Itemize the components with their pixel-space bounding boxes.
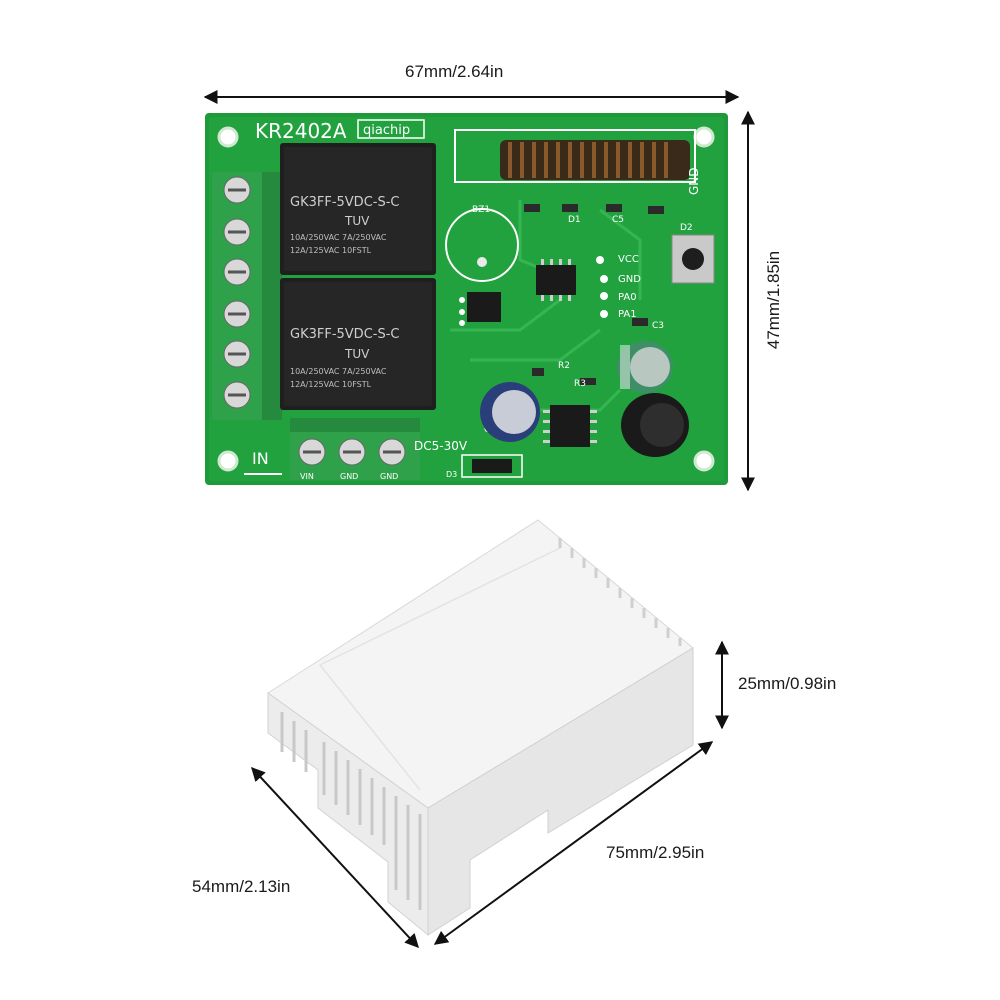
antenna-area bbox=[454, 129, 696, 183]
relay-2 bbox=[280, 278, 436, 410]
power-terminal-vin: VIN bbox=[300, 472, 314, 481]
antenna-coil bbox=[500, 140, 690, 180]
case-depth-arrow bbox=[251, 766, 419, 949]
pin-pa1: PA1 bbox=[618, 309, 637, 320]
board-model-label: KR2402A bbox=[255, 119, 347, 143]
relay-1 bbox=[280, 143, 436, 275]
relay-1-rating-1: 10A/250VAC 7A/250VAC bbox=[290, 233, 387, 242]
relay-1-cert: TUV bbox=[344, 214, 370, 228]
relay-1-rating-2: 12A/125VAC 10FSTL bbox=[290, 246, 372, 255]
power-terminal-gnd-1: GND bbox=[340, 472, 358, 481]
pin-vcc: VCC bbox=[618, 254, 639, 265]
case-front-face bbox=[427, 647, 694, 936]
case-vents-left bbox=[280, 712, 422, 910]
diode-label: D3 bbox=[446, 470, 457, 479]
pin-pa0: PA0 bbox=[618, 292, 637, 303]
voltage-label: DC5-30V bbox=[414, 439, 468, 453]
pcb-width-label: 67mm/2.64in bbox=[405, 62, 504, 81]
input-label: IN bbox=[252, 449, 269, 468]
c5-label: C5 bbox=[612, 215, 624, 225]
capacitor-blue bbox=[480, 382, 540, 442]
relay-2-rating-1: 10A/250VAC 7A/250VAC bbox=[290, 367, 387, 376]
buzzer-label: BZ1 bbox=[472, 205, 490, 215]
d1-label: D1 bbox=[568, 215, 581, 225]
power-terminal-block bbox=[290, 418, 420, 480]
case-vents-right bbox=[558, 538, 682, 646]
inductor bbox=[621, 393, 689, 457]
relay-2-rating-2: 12A/125VAC 10FSTL bbox=[290, 380, 372, 389]
r3-label: R3 bbox=[574, 379, 586, 389]
d2-label: D2 bbox=[680, 223, 693, 233]
gnd-label: GND bbox=[687, 167, 701, 195]
relay-2-part: GK3FF-5VDC-S-C bbox=[290, 327, 399, 342]
brand-label: qiachip bbox=[363, 123, 410, 138]
r2-label: R2 bbox=[558, 361, 570, 371]
brand-badge bbox=[357, 119, 425, 139]
pcb-board: KR2402A qiachip GND GK3FF-5VDC-S-C bbox=[205, 113, 728, 485]
c3-label: C3 bbox=[652, 321, 664, 331]
relay-1-part: GK3FF-5VDC-S-C bbox=[290, 195, 399, 210]
pin-gnd: GND bbox=[618, 274, 641, 285]
relay-2-cert: TUV bbox=[344, 347, 370, 361]
smd-components bbox=[524, 204, 664, 385]
buzzer-outline bbox=[445, 208, 519, 282]
relay-terminal-block bbox=[212, 172, 282, 420]
case-depth-label: 54mm/2.13in bbox=[192, 877, 291, 896]
capacitor-green bbox=[617, 341, 673, 393]
case-height-label: 25mm/0.98in bbox=[738, 674, 837, 693]
case-length-arrow bbox=[433, 741, 714, 945]
power-terminal-gnd-2: GND bbox=[380, 472, 398, 481]
case-length-label: 75mm/2.95in bbox=[606, 843, 705, 862]
mounting-holes bbox=[217, 126, 715, 472]
learn-button bbox=[671, 234, 715, 284]
ic-chips bbox=[467, 259, 597, 447]
diode bbox=[461, 454, 523, 478]
